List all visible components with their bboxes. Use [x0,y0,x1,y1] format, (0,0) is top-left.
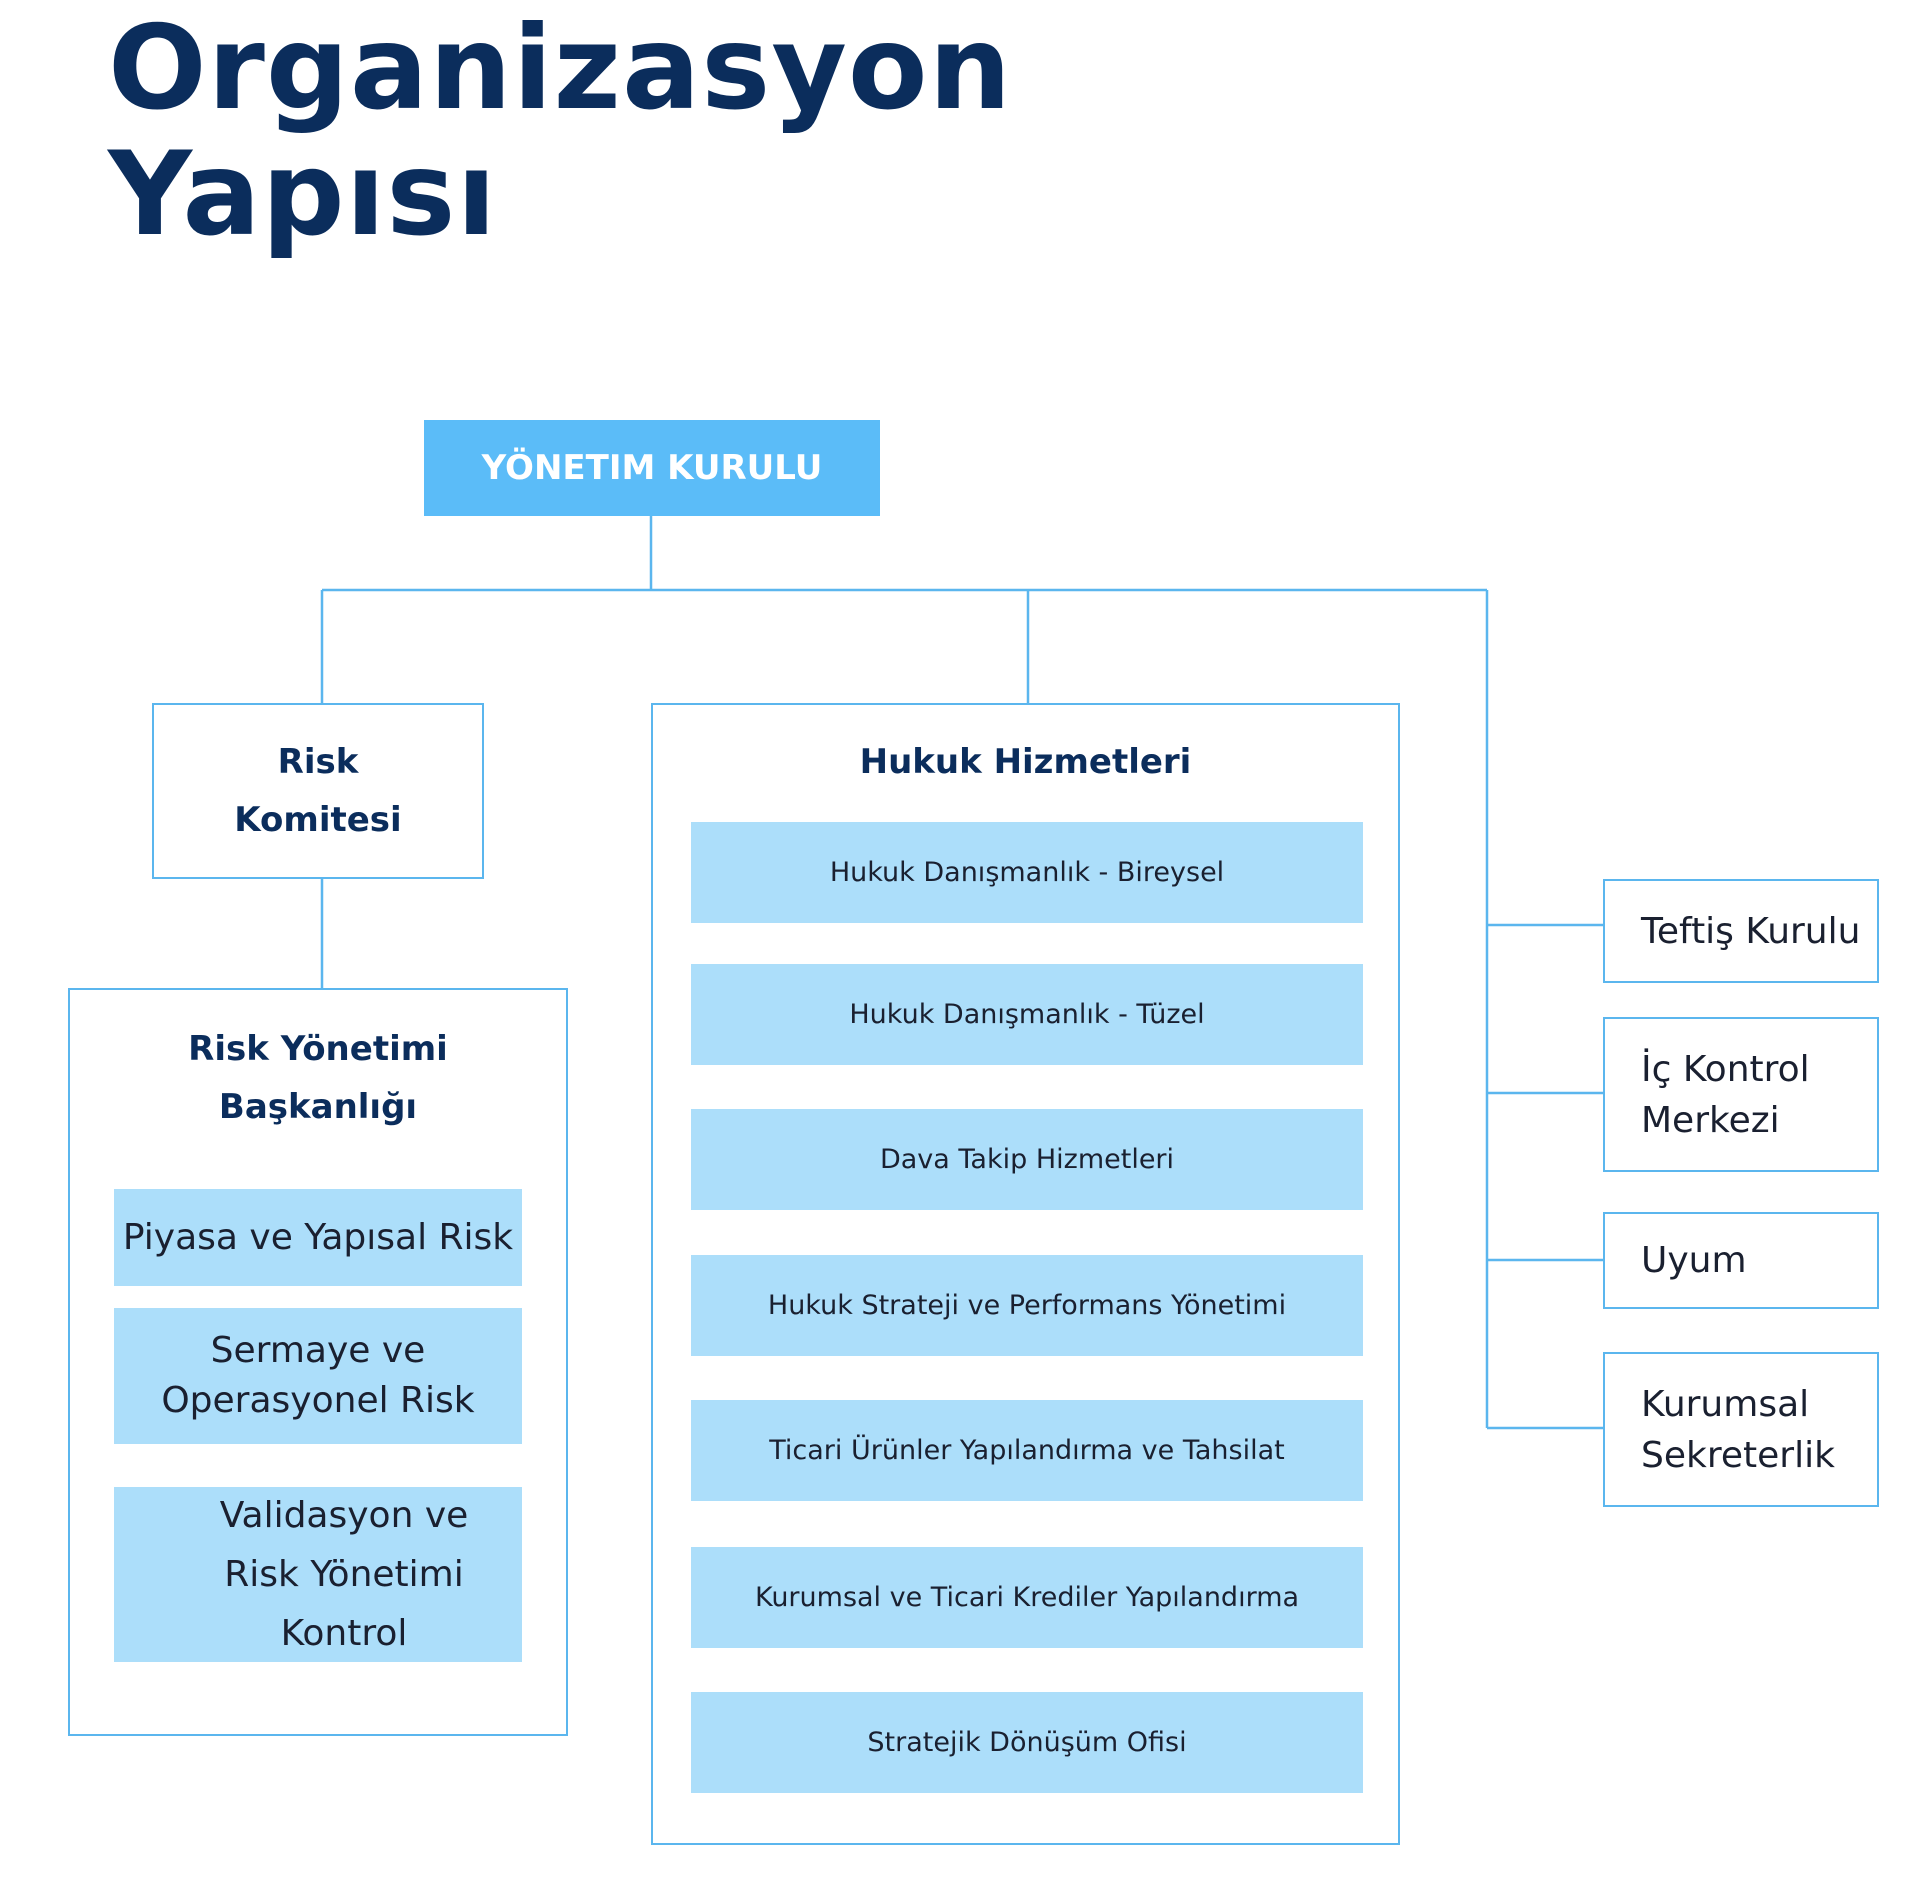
risk-yonetimi-title-line2: Başkanlığı [218,1087,418,1127]
hukuk-unit-kurumsal-ticari: Kurumsal ve Ticari Krediler Yapılandırma [691,1547,1363,1648]
hukuk-unit-ticari-label: Ticari Ürünler Yapılandırma ve Tahsilat [769,1435,1285,1466]
unit-validasyon-line2: Risk Yönetimi [224,1554,464,1595]
unit-validasyon-risk-kontrol: Validasyon ve Risk Yönetimi Kontrol [114,1487,522,1662]
side-unit-ic-kontrol-merkezi: İç Kontrol Merkezi [1603,1017,1879,1172]
unit-validasyon-line3: Kontrol [280,1613,408,1654]
side-unit-teftis-line1: Teftiş Kurulu [1641,910,1861,952]
page-title-line2: Yapısı [108,127,498,262]
hukuk-unit-kurumsal-label: Kurumsal ve Ticari Krediler Yapılandırma [754,1582,1300,1613]
hukuk-hizmetleri-title: Hukuk Hizmetleri [859,742,1192,782]
risk-komitesi-line2: Komitesi [234,800,402,840]
hukuk-unit-stratejik-label: Stratejik Dönüşüm Ofisi [867,1727,1187,1758]
unit-sermaye-line1: Sermaye ve [210,1330,426,1371]
hukuk-unit-strateji-label: Hukuk Strateji ve Performans Yönetimi [767,1290,1287,1321]
risk-komitesi-line1: Risk [277,742,359,782]
yonetim-kurulu-label: YÖNETIM KURULU [481,448,823,488]
risk-komitesi-box: Risk Komitesi [152,703,484,879]
page-title-line1: Organizasyon [108,1,1013,136]
hukuk-unit-tuzel: Hukuk Danışmanlık - Tüzel [691,964,1363,1065]
hukuk-unit-bireysel: Hukuk Danışmanlık - Bireysel [691,822,1363,923]
unit-sermaye-operasyonel-risk: Sermaye ve Operasyonel Risk [114,1308,522,1444]
hukuk-unit-stratejik-donusum: Stratejik Dönüşüm Ofisi [691,1692,1363,1793]
page-title: Organizasyon Yapısı [108,6,1012,258]
risk-yonetimi-title: Risk Yönetimi Başkanlığı [70,1020,566,1136]
hukuk-unit-bireysel-label: Hukuk Danışmanlık - Bireysel [829,857,1225,888]
yonetim-kurulu-box: YÖNETIM KURULU [424,420,880,516]
unit-piyasa-yapisal-risk: Piyasa ve Yapısal Risk [114,1189,522,1286]
side-unit-uyum: Uyum [1603,1212,1879,1309]
hukuk-unit-tuzel-label: Hukuk Danışmanlık - Tüzel [849,999,1205,1030]
unit-validasyon-line1: Validasyon ve [219,1495,469,1536]
unit-piyasa-line1: Piyasa ve Yapısal Risk [122,1216,514,1258]
hukuk-unit-dava-takip: Dava Takip Hizmetleri [691,1109,1363,1210]
hukuk-unit-dava-takip-label: Dava Takip Hizmetleri [879,1144,1175,1175]
side-unit-sekreterlik-line2: Sekreterlik [1641,1434,1835,1476]
side-unit-teftis-kurulu: Teftiş Kurulu [1603,879,1879,983]
risk-yonetimi-title-line1: Risk Yönetimi [188,1029,448,1069]
side-unit-ic-kontrol-line2: Merkezi [1641,1099,1780,1141]
side-unit-kurumsal-sekreterlik: Kurumsal Sekreterlik [1603,1352,1879,1507]
unit-sermaye-line2: Operasyonel Risk [161,1380,475,1421]
hukuk-unit-ticari-urunler: Ticari Ürünler Yapılandırma ve Tahsilat [691,1400,1363,1501]
side-unit-sekreterlik-line1: Kurumsal [1641,1383,1810,1425]
hukuk-unit-strateji-performans: Hukuk Strateji ve Performans Yönetimi [691,1255,1363,1356]
side-unit-ic-kontrol-line1: İç Kontrol [1641,1048,1810,1090]
side-unit-uyum-line1: Uyum [1641,1240,1747,1281]
